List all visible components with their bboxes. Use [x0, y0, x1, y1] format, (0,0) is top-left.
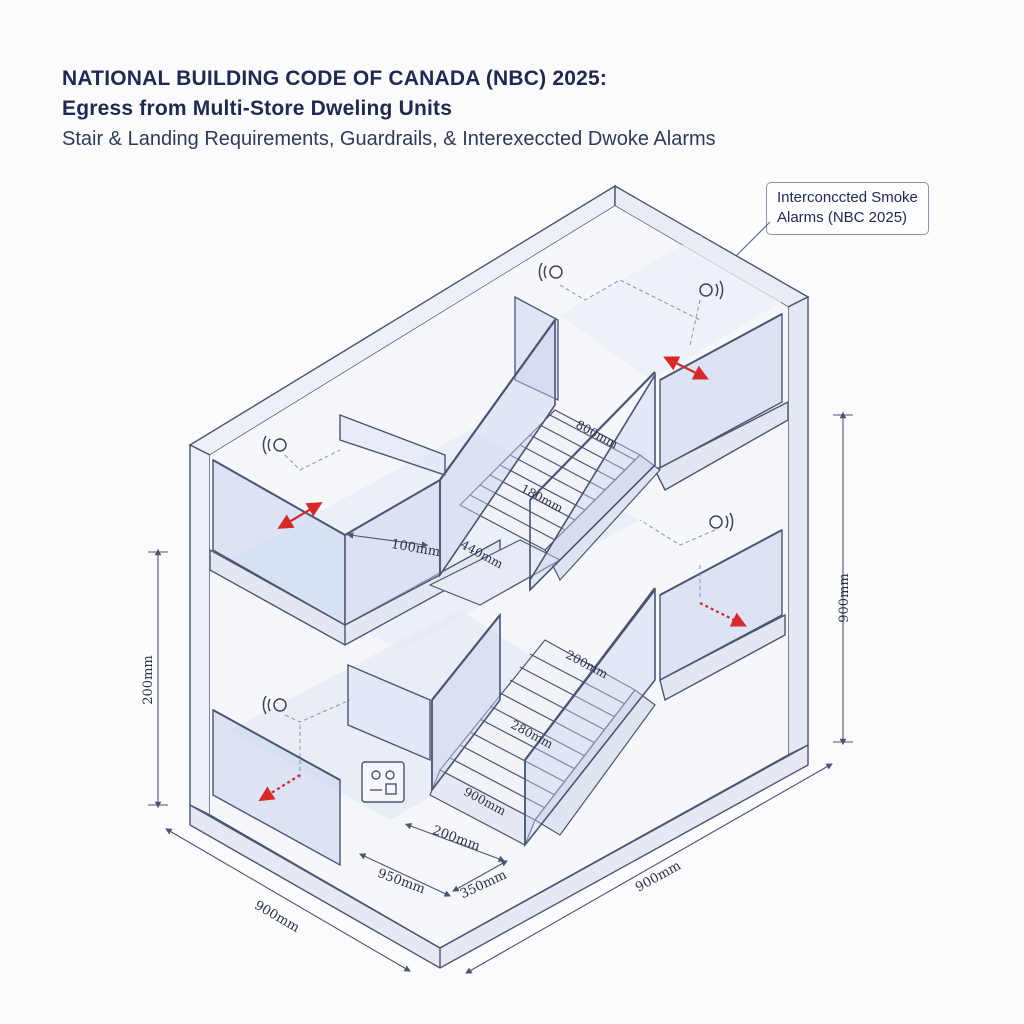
page-subtitle-bold: Egress from Multi-Store Dweling Units: [62, 97, 453, 120]
smoke-alarm-icon: [262, 435, 287, 455]
smoke-alarm-icon: [262, 695, 287, 715]
egress-arrow-icon: [663, 356, 709, 380]
alarm-interconnect-lines: [284, 279, 716, 780]
egress-arrow-icon: [258, 774, 301, 802]
upper-back-landing: [514, 295, 559, 402]
dim-left-height: 200mm: [141, 655, 156, 704]
smoke-alarm-icon: [699, 280, 724, 300]
dim-right-height: 900mm: [837, 573, 852, 622]
lower-left-landing: [212, 663, 431, 867]
egress-arrow-icon: [277, 502, 323, 529]
callout-line-1: Interconccted Smoke: [777, 189, 918, 206]
callout-line-2: Alarms (NBC 2025): [777, 209, 908, 226]
dimension-lines: [148, 411, 853, 974]
dim-bottom-right-width: 900mm: [633, 858, 684, 895]
upper-stair-guards: [439, 317, 656, 592]
smoke-alarm-callout: Interconccted Smoke Alarms (NBC 2025): [766, 182, 929, 235]
title-block: NATIONAL BUILDING CODE OF CANADA (NBC) 2…: [62, 64, 716, 154]
smoke-alarm-icon: [709, 512, 734, 532]
page-title: NATIONAL BUILDING CODE OF CANADA (NBC) 2…: [62, 67, 608, 90]
lower-right-landing: [659, 528, 786, 702]
control-panel-icon: [361, 761, 405, 803]
egress-arrows: [258, 356, 747, 802]
egress-arrow-icon: [699, 602, 747, 627]
upper-left-landing: [209, 413, 501, 646]
page-subtitle: Stair & Landing Requirements, Guardrails…: [62, 128, 716, 150]
smoke-alarms: [262, 262, 734, 715]
smoke-alarm-icon: [538, 262, 563, 282]
